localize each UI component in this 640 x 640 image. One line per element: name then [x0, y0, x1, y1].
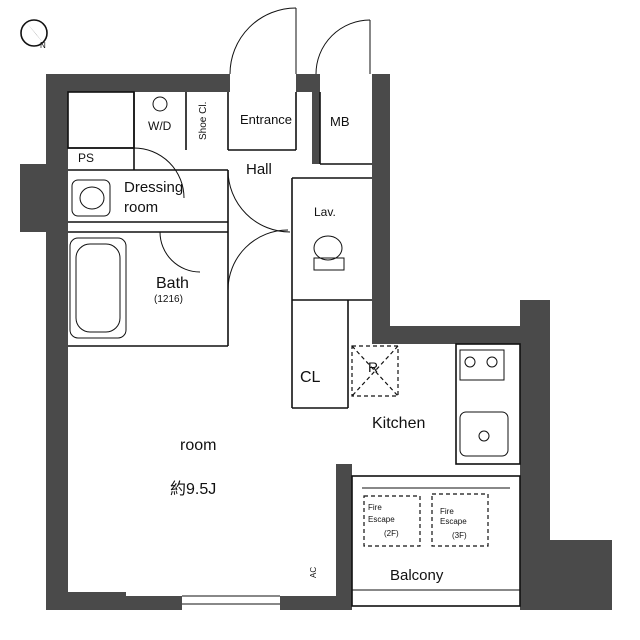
- label-kitchen: Kitchen: [372, 415, 425, 432]
- label-dressing: Dressing: [124, 179, 183, 196]
- label-entrance: Entrance: [240, 112, 292, 127]
- label-bath: Bath: [156, 275, 189, 292]
- label-wd: W/D: [148, 119, 172, 133]
- label-cl: CL: [300, 369, 321, 386]
- label-room-area: 約9.5J: [170, 480, 216, 498]
- label-hall: Hall: [246, 161, 272, 178]
- north-arrow-icon: N: [20, 19, 48, 50]
- label-r: R: [368, 359, 378, 375]
- room-labels: W/D Shoe Cl. Entrance MB PS Hall Dressin…: [78, 102, 467, 584]
- label-lav: Lav.: [314, 205, 336, 219]
- label-ps: PS: [78, 151, 94, 165]
- label-ac: AC: [309, 567, 318, 578]
- label-fire-escape-3f-3: (3F): [452, 531, 467, 540]
- label-fire-escape-2f-3: (2F): [384, 529, 399, 538]
- label-fire-escape-2f-1: Fire: [368, 503, 382, 512]
- outer-walls: [20, 74, 612, 610]
- label-mb: MB: [330, 114, 350, 129]
- label-fire-escape-2f-2: Escape: [368, 515, 395, 524]
- label-fire-escape-3f-1: Fire: [440, 507, 454, 516]
- label-fire-escape-3f-2: Escape: [440, 517, 467, 526]
- compass-label: N: [40, 41, 46, 50]
- inner-walls: [67, 7, 521, 607]
- label-room: room: [180, 437, 216, 454]
- label-bath-size: (1216): [154, 294, 183, 305]
- label-balcony: Balcony: [390, 567, 444, 584]
- label-dressing-room: room: [124, 199, 158, 216]
- label-shoe-closet: Shoe Cl.: [198, 102, 209, 140]
